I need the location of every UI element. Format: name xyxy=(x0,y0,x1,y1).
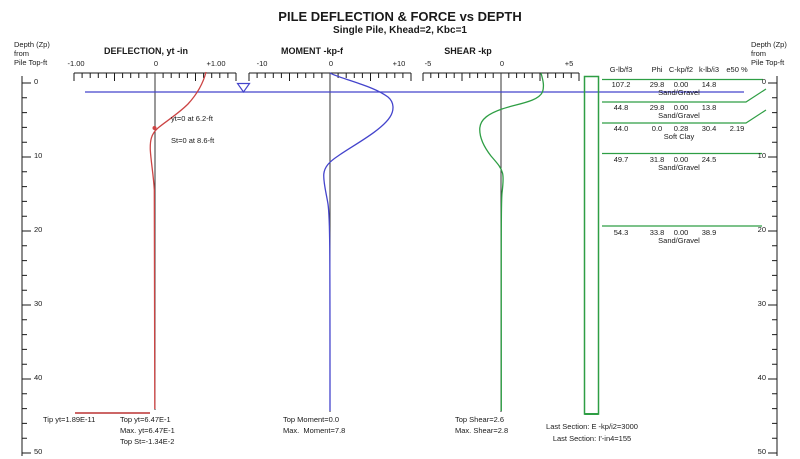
tip-yt-label: Tip yt=1.89E-11 xyxy=(43,415,96,424)
shear-curve xyxy=(479,72,545,412)
moment-curve xyxy=(323,72,394,412)
depth-tick-left-0: 0 xyxy=(34,77,39,86)
shear-tick-label-zero: 0 xyxy=(499,59,505,68)
soil-col-header-phi: Phi xyxy=(651,65,663,74)
soil-row3-g: 44.0 xyxy=(613,124,629,133)
depth-tick-left-20: 20 xyxy=(34,225,43,234)
moment-stat-max: Max. Moment=7.8 xyxy=(283,426,346,435)
depth-tick-right-20: 20 xyxy=(757,225,766,234)
last-section-line1: Last Section: E -kp/i2=3000 xyxy=(546,422,638,431)
soil-layer-boundaries xyxy=(602,78,767,227)
depth-tick-left-40: 40 xyxy=(34,373,43,382)
soil-boundary-line-3 xyxy=(602,109,767,124)
soil-row2-k: 13.8 xyxy=(701,103,717,112)
deflection-curve xyxy=(149,71,207,410)
depth-tick-left-10: 10 xyxy=(34,151,43,160)
note-st-zero: St=0 at 8.6-ft xyxy=(171,136,215,145)
soil-row5-phi: 33.8 xyxy=(649,228,665,237)
chart-title-shear: SHEAR -kp xyxy=(444,46,492,56)
depth-axis-label-right-line3: Pile Top-ft xyxy=(751,58,785,67)
soil-row5-g: 54.3 xyxy=(613,228,629,237)
soil-col-header-k: k-lb/i3 xyxy=(698,65,720,74)
depth-tick-left-50: 50 xyxy=(34,447,43,456)
soil-row1-g: 107.2 xyxy=(611,80,631,89)
soil-row4-phi: 31.8 xyxy=(649,155,665,164)
deflection-stat-top-st: Top St=-1.34E-2 xyxy=(120,437,175,446)
soil-row2-g: 44.8 xyxy=(613,103,629,112)
soil-boundary-line-2 xyxy=(602,88,767,103)
depth-axis-label-left-line1: Depth (Zp) xyxy=(14,40,50,49)
deflection-tick-label-zero: 0 xyxy=(153,59,159,68)
right-depth-axis xyxy=(768,76,778,456)
shear-stat-max: Max. Shear=2.8 xyxy=(455,426,509,435)
depth-tick-right-50: 50 xyxy=(757,447,766,456)
depth-axis-label-left-line3: Pile Top-ft xyxy=(14,58,48,67)
note-yt-zero: yt=0 at 6.2-ft xyxy=(171,114,213,123)
soil-row4-c: 0.00 xyxy=(673,155,689,164)
soil-row5-k: 38.9 xyxy=(701,228,717,237)
soil-row3-c: 0.28 xyxy=(673,124,689,133)
soil-row5-c: 0.00 xyxy=(673,228,689,237)
soil-row4-name: Sand/Gravel xyxy=(658,163,700,172)
left-depth-axis xyxy=(21,76,31,456)
deflection-stat-top-yt: Top yt=6.47E-1 xyxy=(120,415,171,424)
moment-stat-top: Top Moment=0.0 xyxy=(283,415,340,424)
deflection-tick-label-neg: -1.00 xyxy=(67,59,85,68)
soil-row2-name: Sand/Gravel xyxy=(658,111,700,120)
soil-row1-k: 14.8 xyxy=(701,80,717,89)
depth-tick-left-30: 30 xyxy=(34,299,43,308)
depth-tick-right-0: 0 xyxy=(761,77,766,86)
shear-tick-label-neg: -5 xyxy=(424,59,432,68)
soil-row5-name: Sand/Gravel xyxy=(658,236,700,245)
soil-row1-name: Sand/Gravel xyxy=(658,88,700,97)
deflection-stat-max-yt: Max. yt=6.47E-1 xyxy=(120,426,175,435)
last-section-line2: Last Section: I'-in4=155 xyxy=(552,434,632,443)
soil-row2-c: 0.00 xyxy=(673,103,689,112)
page-title: PILE DEFLECTION & FORCE vs DEPTH xyxy=(278,9,522,24)
soil-row1-phi: 29.8 xyxy=(649,80,665,89)
moment-tick-label-zero: 0 xyxy=(328,59,334,68)
soil-col-header-c: C-kp/f2 xyxy=(668,65,694,74)
chart-title-deflection: DEFLECTION, yt -in xyxy=(104,46,188,56)
depth-axis-label-right-line1: Depth (Zp) xyxy=(751,40,787,49)
pile-outline xyxy=(583,75,600,415)
soil-row2-phi: 29.8 xyxy=(649,103,665,112)
right-depth-axis-major-ticks xyxy=(768,82,777,454)
soil-row1-c: 0.00 xyxy=(673,80,689,89)
soil-row4-g: 49.7 xyxy=(613,155,629,164)
soil-row3-k: 30.4 xyxy=(701,124,717,133)
left-depth-axis-minor-ticks xyxy=(22,97,27,439)
deflection-zero-crossing-dot xyxy=(152,126,157,130)
water-table-symbol-icon xyxy=(236,82,251,94)
deflection-tick-label-pos: +1.00 xyxy=(206,59,226,68)
soil-row4-k: 24.5 xyxy=(701,155,717,164)
depth-tick-right-10: 10 xyxy=(757,151,766,160)
right-depth-axis-minor-ticks xyxy=(772,97,777,439)
depth-tick-right-30: 30 xyxy=(757,299,766,308)
depth-tick-right-40: 40 xyxy=(757,373,766,382)
soil-col-header-e50: e50 % xyxy=(726,65,748,74)
chart-title-moment: MOMENT -kp-f xyxy=(281,46,343,56)
soil-col-header-g: G-lb/f3 xyxy=(609,65,633,74)
moment-tick-label-pos: +10 xyxy=(392,59,406,68)
moment-tick-label-neg: -10 xyxy=(256,59,268,68)
soil-row3-e50: 2.19 xyxy=(729,124,745,133)
shear-stat-top: Top Shear=2.6 xyxy=(455,415,504,424)
shear-tick-label-pos: +5 xyxy=(564,59,574,68)
depth-axis-label-right-line2: from xyxy=(751,49,766,58)
left-depth-axis-major-ticks xyxy=(22,82,31,454)
depth-axis-label-left-line2: from xyxy=(14,49,29,58)
page-subtitle: Single Pile, Khead=2, Kbc=1 xyxy=(333,25,467,36)
soil-row3-phi: 0.0 xyxy=(651,124,663,133)
soil-row3-name: Soft Clay xyxy=(663,132,695,141)
